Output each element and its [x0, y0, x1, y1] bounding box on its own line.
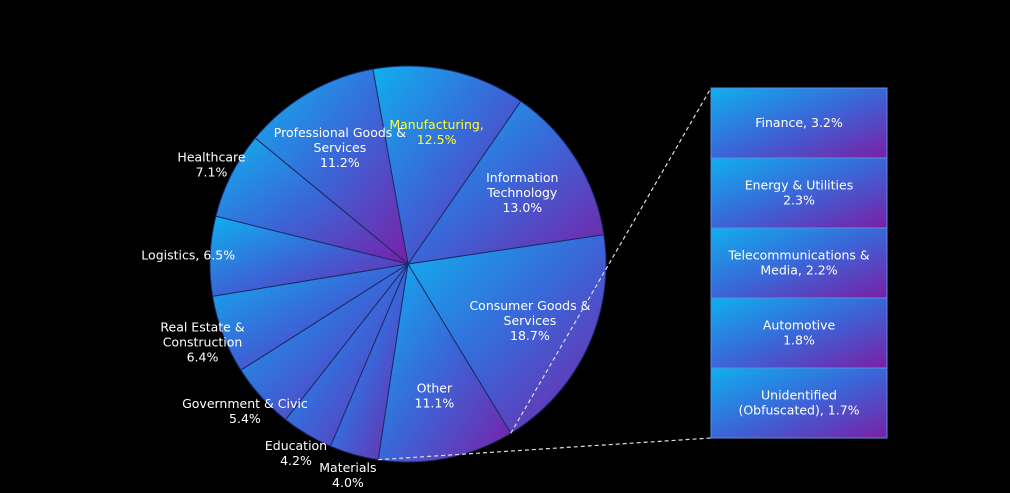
label-line: Information [486, 170, 558, 185]
label-line: Services [314, 140, 367, 155]
label-line: 13.0% [502, 200, 542, 215]
label-line: Professional Goods & [274, 125, 406, 140]
label-line: 4.0% [332, 475, 364, 490]
connector-lines [378, 87, 712, 461]
bar-label-line: Telecommunications & [727, 248, 870, 263]
label-line: 5.4% [229, 411, 261, 426]
slice-manufacturing [372, 65, 522, 266]
label-manufacturing: Manufacturing,12.5% [389, 117, 484, 147]
label-line: Technology [486, 185, 558, 200]
connector-upper [510, 87, 712, 434]
label-line: Services [504, 313, 557, 328]
label-line: Real Estate & [160, 320, 244, 335]
bar-label-telecommunications: Telecommunications &Media, 2.2% [727, 248, 870, 278]
label-line: Other [417, 381, 453, 396]
label-line: 7.1% [196, 165, 228, 180]
label-line: 11.1% [415, 396, 455, 411]
slice-information [406, 100, 605, 265]
label-line: 11.2% [320, 155, 360, 170]
label-line: Logistics, 6.5% [141, 247, 235, 262]
slice-consumer-goods [407, 234, 607, 434]
bar-label-line: Media, 2.2% [760, 263, 837, 278]
breakout-bar [710, 87, 888, 439]
label-line: Healthcare [177, 150, 245, 165]
bar-segment-unidentified [710, 367, 888, 439]
bar-label-line: Finance, 3.2% [755, 115, 843, 130]
label-line: Education [265, 438, 327, 453]
label-line: 12.5% [417, 132, 457, 147]
bar-segment-automotive [710, 297, 888, 369]
bar-label-finance-3-2: Finance, 3.2% [755, 115, 843, 130]
label-logistics-6-5: Logistics, 6.5% [141, 247, 235, 262]
slice-professional-goods [254, 68, 409, 266]
bar-label-line: Automotive [763, 318, 836, 333]
label-line: 18.7% [510, 328, 550, 343]
slice-other [377, 262, 512, 463]
pie-slices [209, 65, 607, 463]
label-line: Manufacturing, [389, 117, 484, 132]
label-line: 4.2% [280, 453, 312, 468]
label-line: 6.4% [187, 350, 219, 365]
bar-label-line: 1.8% [783, 333, 815, 348]
bar-label-unidentified: Unidentified(Obfuscated), 1.7% [738, 388, 859, 418]
bar-label-line: 2.3% [783, 193, 815, 208]
label-line: Construction [163, 335, 243, 350]
bar-label-line: Unidentified [761, 388, 837, 403]
label-line: Materials [319, 460, 376, 475]
label-line: Consumer Goods & [469, 298, 590, 313]
bar-segment-finance-3-2 [710, 87, 888, 159]
bar-label-line: (Obfuscated), 1.7% [738, 403, 859, 418]
bar-label-line: Energy & Utilities [745, 178, 854, 193]
label-line: Government & Civic [182, 396, 308, 411]
